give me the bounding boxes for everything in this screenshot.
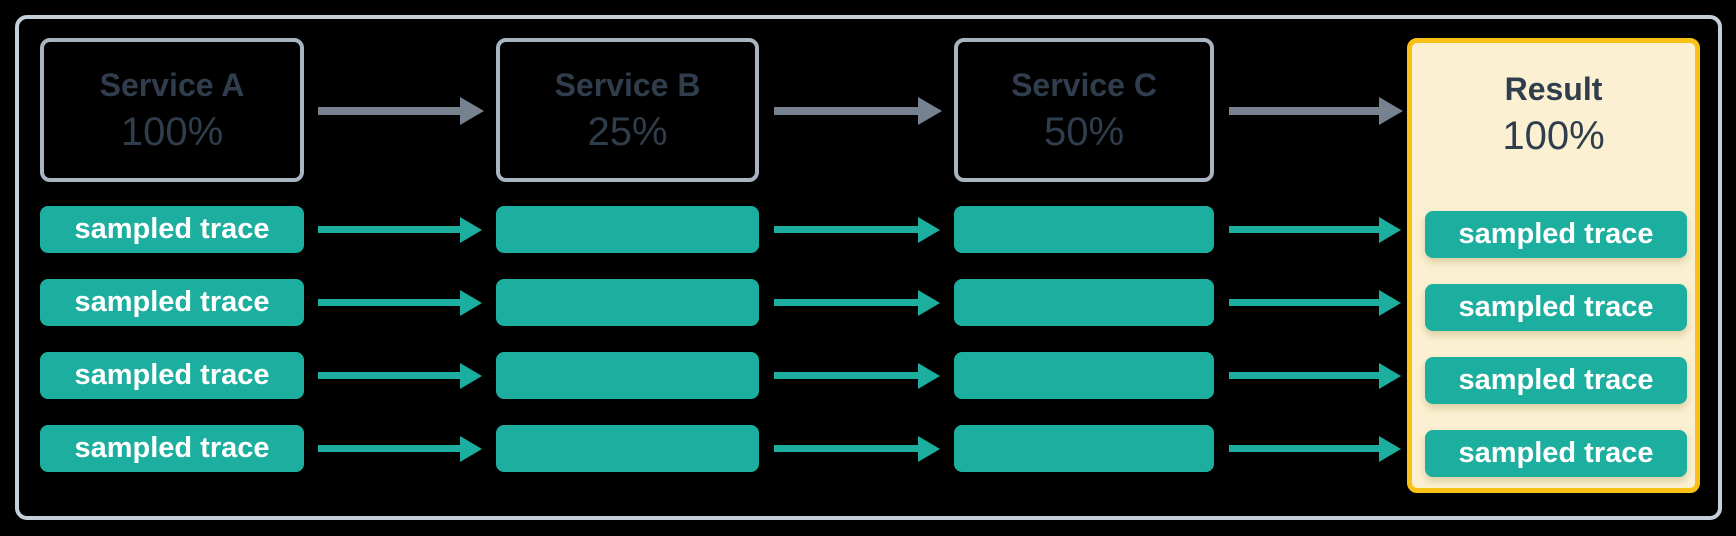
service-c-to-result-arrow	[1229, 107, 1379, 115]
trace-row-b-1	[496, 206, 759, 253]
trace-arrow-cr-1	[1229, 226, 1379, 233]
service-c-title: Service C	[1011, 67, 1157, 103]
trace-row-a-3: sampled trace	[40, 352, 304, 399]
service-b-title: Service B	[554, 67, 701, 103]
trace-row-b-4	[496, 425, 759, 472]
trace-arrow-ab-1	[318, 226, 460, 233]
result-title: Result	[1504, 71, 1603, 107]
trace-arrow-bc-2	[774, 299, 918, 306]
service-b-box: Service B 25%	[496, 38, 759, 182]
trace-row-a-4: sampled trace	[40, 425, 304, 472]
trace-arrow-bc-3	[774, 372, 918, 379]
trace-arrow-cr-3	[1229, 372, 1379, 379]
trace-row-c-2	[954, 279, 1214, 326]
trace-row-a-1: sampled trace	[40, 206, 304, 253]
trace-row-c-4	[954, 425, 1214, 472]
trace-row-result-1: sampled trace	[1425, 211, 1687, 258]
trace-row-c-1	[954, 206, 1214, 253]
trace-row-a-2: sampled trace	[40, 279, 304, 326]
trace-row-b-3	[496, 352, 759, 399]
service-b-percent: 25%	[587, 110, 668, 154]
service-a-percent: 100%	[120, 110, 224, 154]
trace-row-result-3: sampled trace	[1425, 357, 1687, 404]
service-c-percent: 50%	[1043, 110, 1125, 154]
diagram-frame	[15, 15, 1722, 520]
trace-row-result-4: sampled trace	[1425, 430, 1687, 477]
result-percent: 100%	[1502, 114, 1605, 158]
trace-row-b-2	[496, 279, 759, 326]
trace-arrow-cr-4	[1229, 445, 1379, 452]
result-box: Result 100% sampled trace sampled trace …	[1407, 38, 1700, 493]
service-a-to-b-arrow	[318, 107, 460, 115]
trace-arrow-cr-2	[1229, 299, 1379, 306]
trace-arrow-ab-2	[318, 299, 460, 306]
service-a-title: Service A	[99, 67, 245, 103]
trace-row-result-2: sampled trace	[1425, 284, 1687, 331]
trace-arrow-ab-3	[318, 372, 460, 379]
trace-arrow-bc-4	[774, 445, 918, 452]
service-c-box: Service C 50%	[954, 38, 1214, 182]
service-b-to-c-arrow	[774, 107, 918, 115]
trace-row-c-3	[954, 352, 1214, 399]
service-a-box: Service A 100%	[40, 38, 304, 182]
trace-arrow-ab-4	[318, 445, 460, 452]
trace-arrow-bc-1	[774, 226, 918, 233]
